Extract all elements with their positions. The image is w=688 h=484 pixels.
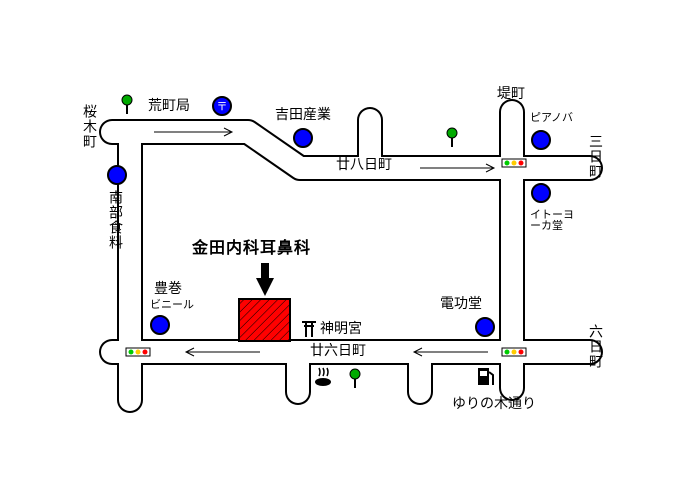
- tree-icon-top-left: [121, 94, 133, 114]
- destination-building: [238, 298, 291, 342]
- street-label-nijuuroku: 廿六日町: [310, 343, 366, 359]
- tree-icons: [121, 94, 458, 388]
- street-label-nijuuhachi: 廿八日町: [336, 157, 392, 173]
- destination-pointer: [256, 263, 274, 296]
- landmark-label-itoyokado: イトーヨーカ堂: [530, 208, 574, 232]
- landmark-label-yoshida: 吉田産業: [275, 107, 331, 123]
- landmark-label-vinyl: ビニール: [150, 298, 194, 311]
- tree-icon-top-mid: [446, 127, 458, 147]
- torii-icon: [302, 321, 316, 337]
- marker-nanbu: [107, 165, 127, 185]
- marker-post-office: [212, 96, 232, 116]
- marker-itoyokado: [531, 183, 551, 203]
- landmark-markers: [107, 96, 551, 337]
- arrow-right-middle: [420, 163, 496, 173]
- street-label-tsutsumi: 堤町: [497, 86, 525, 102]
- street-label-sanbi: 三日町: [587, 134, 603, 179]
- signal-bottom-right: [501, 347, 527, 357]
- arrow-right-top: [154, 127, 234, 137]
- street-label-yurinoki: ゆりの木通り: [452, 396, 536, 412]
- landmark-label-denkodo: 電功堂: [440, 296, 482, 312]
- marker-yoshida: [293, 128, 313, 148]
- marker-denkodo: [475, 317, 495, 337]
- destination-label: 金田内科耳鼻科: [192, 238, 312, 257]
- landmark-label-toyomaki: 豊巻: [154, 281, 182, 297]
- signal-top-right: [501, 158, 527, 168]
- traffic-signals: [125, 158, 527, 357]
- gas-station-icon: [478, 368, 494, 385]
- one-way-arrows: [154, 127, 496, 357]
- arrow-left-bottom-right: [412, 347, 488, 357]
- arrow-left-bottom-left: [184, 347, 260, 357]
- landmark-label-piapa: ピアノバ: [530, 111, 574, 124]
- landmark-label-nanbu: 南部食料: [107, 190, 123, 250]
- street-label-muika: 六日町: [587, 324, 603, 369]
- onsen-icon: [315, 367, 331, 386]
- landmark-label-shinmeigu: 神明宮: [320, 321, 362, 337]
- post-office-icon: 〒: [217, 100, 228, 113]
- marker-piapa: [531, 130, 551, 150]
- tree-icon-bottom: [349, 368, 361, 388]
- signal-bottom-left: [125, 347, 151, 357]
- street-label-sakuragi: 桜木町: [81, 104, 97, 149]
- marker-toyomaki: [150, 315, 170, 335]
- street-label-arai: 荒町局: [148, 98, 190, 114]
